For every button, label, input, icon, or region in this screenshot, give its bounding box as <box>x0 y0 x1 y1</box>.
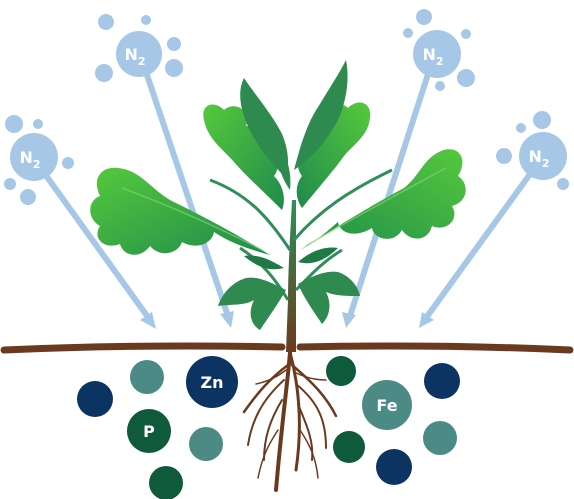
n2-bubble-right-high: N2 <box>403 9 475 91</box>
nutrient-particle-navy <box>424 363 460 399</box>
nutrient-phosphorus: P <box>127 409 171 453</box>
n2-bubble-left-high: N2 <box>95 14 183 82</box>
nutrient-zinc: Zn <box>186 356 238 408</box>
nutrient-particle-dark-green <box>333 431 365 463</box>
nutrient-particle-dark-green <box>149 466 183 499</box>
nutrient-particle-teal <box>130 360 164 394</box>
n2-bubble-right-low: N2 <box>496 111 569 190</box>
nutrient-phosphorus-label: P <box>143 422 155 441</box>
nutrient-particle-navy <box>77 381 113 417</box>
plant-roots <box>244 352 336 490</box>
leaf-mid-left <box>244 256 284 270</box>
nutrient-particle-dark-green <box>326 356 356 386</box>
n2-bubble-left-low: N2 <box>4 115 74 205</box>
plant-leaves <box>90 60 465 330</box>
nutrient-particle-navy <box>376 449 412 485</box>
nutrient-particle-teal <box>423 421 457 455</box>
nutrient-iron: Fe <box>362 380 412 430</box>
nutrient-iron-label: Fe <box>376 396 397 415</box>
nutrient-particle-teal <box>189 427 223 461</box>
nutrient-zinc-label: Zn <box>201 373 224 392</box>
